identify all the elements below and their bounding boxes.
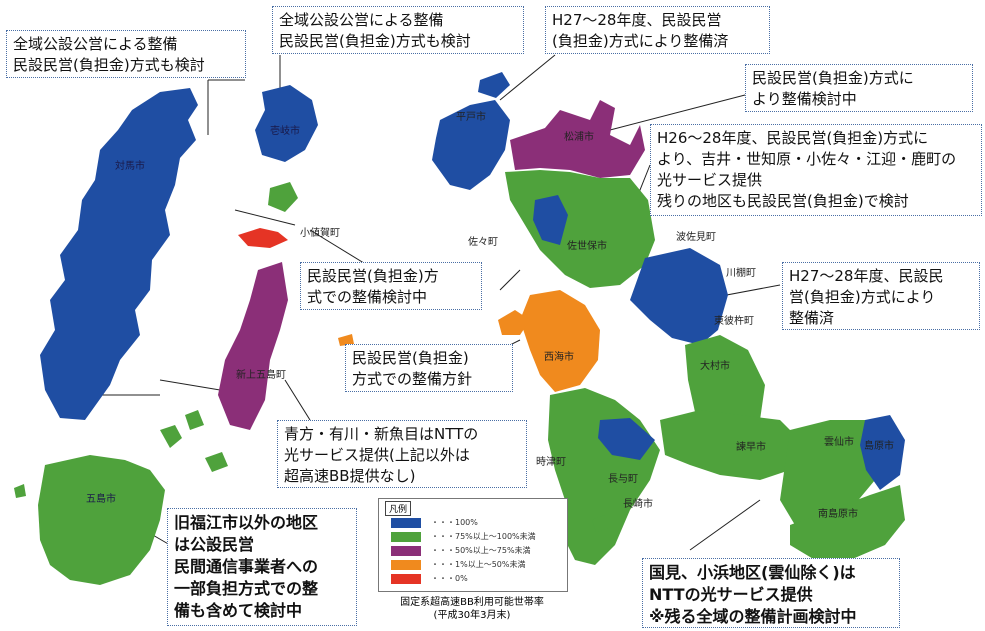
city-label-kawatana: 川棚町 (726, 268, 756, 279)
minamishimabara-area (790, 485, 905, 560)
iki-islet (268, 182, 298, 212)
ojika-island (238, 228, 288, 248)
city-label-saikai: 西海市 (544, 352, 574, 363)
saikai-islets (498, 310, 530, 335)
sasebo-area (505, 170, 655, 288)
city-label-sasebo: 佐世保市 (567, 241, 607, 252)
legend-row-1-50: ・・・1%以上～50%未満 (391, 559, 561, 571)
city-label-sasa: 佐々町 (468, 237, 498, 248)
legend-swatch-75-100 (391, 532, 421, 542)
city-label-higashisonogi: 東彼杵町 (714, 316, 754, 327)
legend-row-0: ・・・0% (391, 573, 561, 585)
islet-e (592, 515, 608, 532)
city-label-iki: 壱岐市 (270, 126, 300, 137)
iki-island (255, 85, 318, 162)
unzen-area (780, 420, 885, 530)
legend-label-0: ・・・0% (431, 574, 468, 583)
city-label-minamishimabara: 南島原市 (818, 509, 858, 520)
city-label-nagasaki: 長崎市 (623, 499, 653, 510)
legend-title: 凡例 (385, 501, 412, 516)
legend-swatch-1-50 (391, 560, 421, 570)
city-label-matsuura: 松浦市 (564, 132, 594, 143)
callout-saikai: 民設民営(負担金) 方式での整備方針 (345, 344, 513, 392)
callout-sasebo: H26～28年度、民設民営(負担金)方式に より、吉井・世知原・小佐々・江迎・鹿… (650, 124, 982, 216)
callout-hirado: H27～28年度、民設民営 (負担金)方式により整備済 (545, 6, 770, 54)
map-legend: 凡例 ・・・100% ・・・75%以上～100%未満 ・・・50%以上～75%未… (378, 498, 568, 592)
shinkamigoto-area (218, 262, 288, 430)
city-label-nagayo: 長与町 (608, 474, 638, 485)
callout-shinkamigoto: 青方・有川・新魚目はNTTの 光サービス提供(上記以外は 超高速BB提供なし) (277, 420, 527, 488)
legend-label-75-100: ・・・75%以上～100%未満 (431, 532, 536, 541)
city-label-tsushima: 対馬市 (115, 161, 145, 172)
legend-swatch-50-75 (391, 546, 421, 556)
shimabara-area (860, 415, 905, 490)
legend-swatch-0 (391, 574, 421, 584)
hasami-area (630, 248, 728, 345)
legend-label-50-75: ・・・50%以上～75%未満 (431, 546, 531, 555)
city-label-shinkamigoto: 新上五島町 (236, 370, 286, 381)
legend-label-100: ・・・100% (431, 518, 478, 527)
city-label-hirado: 平戸市 (456, 112, 486, 123)
saikai-islet-small (338, 334, 354, 346)
city-label-unzen: 雲仙市 (824, 437, 854, 448)
callout-ojika: 民設民営(負担金)方 式での整備検討中 (300, 262, 482, 310)
hirado-mainland (432, 100, 510, 190)
islet-a (160, 425, 182, 448)
callout-tsushima: 全域公設公営による整備 民設民営(負担金)方式も検討 (6, 30, 246, 78)
legend-caption: 固定系超高速BB利用可能世帯率 (平成30年3月末) (400, 597, 544, 621)
callout-iki: 全域公設公営による整備 民設民営(負担金)方式も検討 (272, 6, 524, 54)
islet-d (14, 484, 26, 498)
city-label-isahaya: 諫早市 (736, 442, 766, 453)
callout-unzen: 国見、小浜地区(雲仙除く)は NTTの光サービス提供 ※残る全域の整備計画検討中 (642, 558, 900, 628)
city-label-goto: 五島市 (86, 494, 116, 505)
islet-b (185, 410, 204, 430)
legend-row-100: ・・・100% (391, 517, 561, 529)
isahaya-area (660, 410, 800, 480)
saikai-area (520, 290, 600, 392)
legend-swatch-100 (391, 518, 421, 528)
callout-matsuura: 民設民営(負担金)方式に より整備検討中 (745, 64, 973, 112)
callout-kawatana: H27～28年度、民設民 営(負担金)方式により 整備済 (782, 262, 980, 330)
hirado-island (478, 72, 510, 98)
goto-area (38, 455, 165, 585)
city-label-shimabara: 島原市 (864, 441, 894, 452)
legend-row-75-100: ・・・75%以上～100%未満 (391, 531, 561, 543)
city-label-omura: 大村市 (700, 361, 730, 372)
city-label-togitsu: 時津町 (536, 457, 566, 468)
callout-goto: 旧福江市以外の地区 は公設民営 民間通信事業者への 一部負担方式での整 備も含め… (167, 508, 357, 626)
legend-row-50-75: ・・・50%以上～75%未満 (391, 545, 561, 557)
legend-label-1-50: ・・・1%以上～50%未満 (431, 560, 526, 569)
city-label-ojika: 小値賀町 (300, 228, 340, 239)
tsushima-island (40, 88, 198, 420)
islet-c (205, 452, 228, 472)
matsuura-area (510, 100, 645, 178)
city-label-hasami: 波佐見町 (676, 232, 716, 243)
sasa-area (533, 195, 568, 245)
togitsu-nagayo (598, 418, 655, 460)
